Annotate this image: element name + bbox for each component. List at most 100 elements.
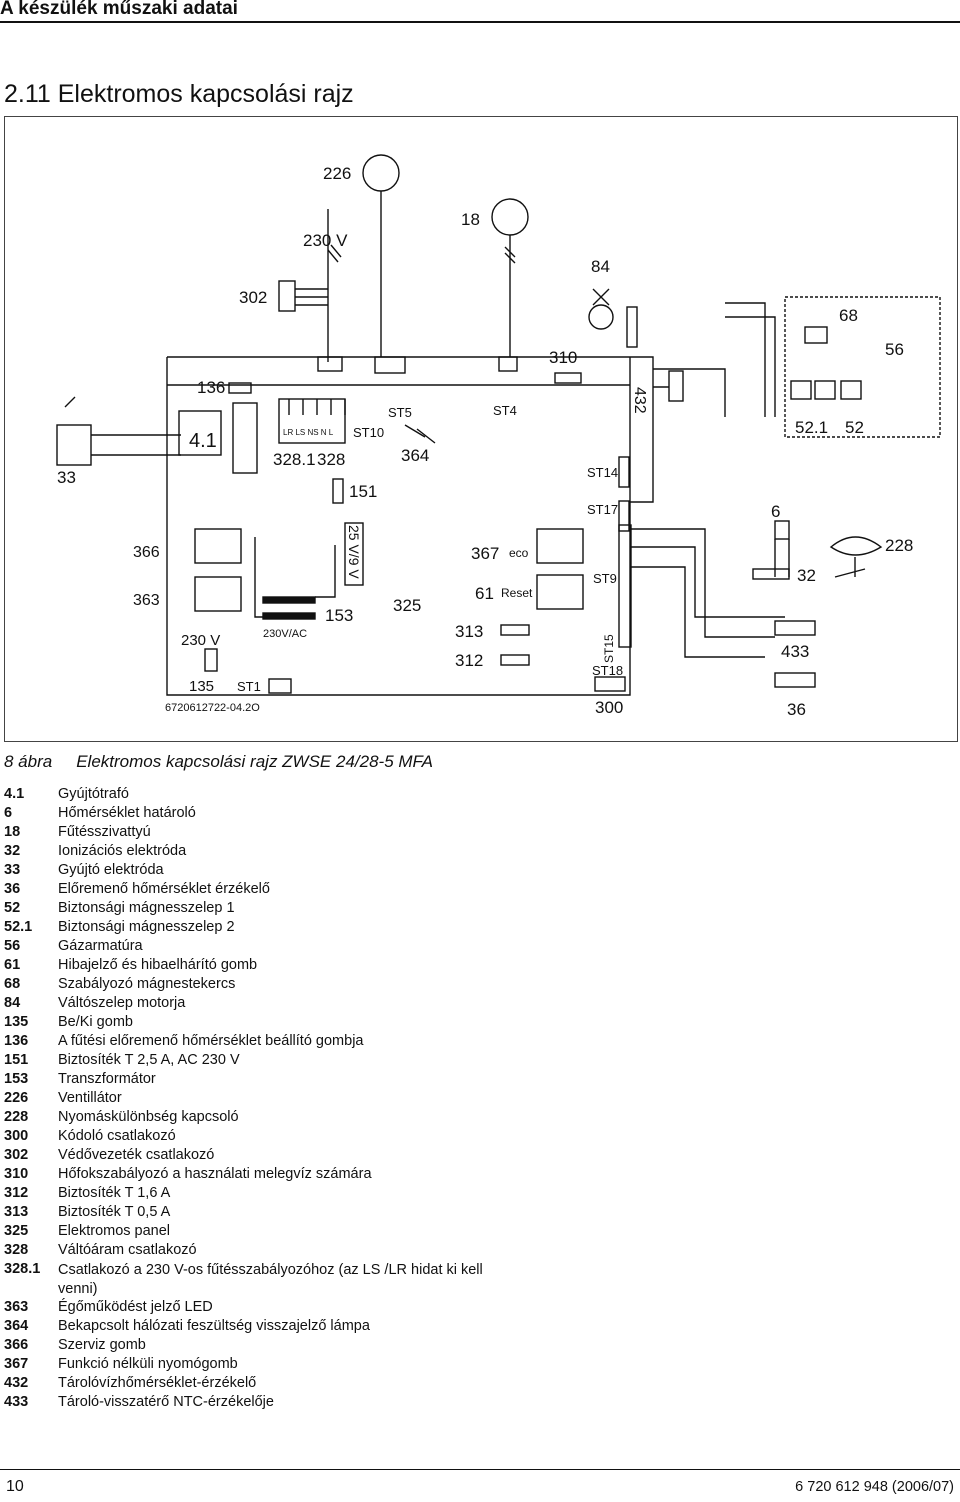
legend-code: 363 bbox=[4, 1299, 29, 1315]
legend-description: Csatlakozó a 230 V-os fűtésszabályozóhoz… bbox=[58, 1262, 483, 1297]
label-25v: 25 V/9 V bbox=[346, 525, 362, 579]
legend-code: 4.1 bbox=[4, 786, 25, 802]
sensor-432 bbox=[668, 370, 684, 402]
label-st9: ST9 bbox=[593, 571, 617, 586]
label-st5: ST5 bbox=[388, 405, 412, 420]
header-title: A készülék műszaki adatai bbox=[0, 0, 238, 19]
caption-number: 8 ábra bbox=[4, 752, 53, 771]
ionisation-electrode-32 bbox=[752, 568, 790, 580]
label-st18: ST18 bbox=[592, 663, 623, 678]
label-st14: ST14 bbox=[587, 465, 618, 480]
label-3281: 328.1 bbox=[273, 450, 316, 469]
label-52: 52 bbox=[845, 418, 864, 437]
label-61: 61 bbox=[475, 584, 494, 603]
legend-item: 153 Transzformátor bbox=[4, 1071, 704, 1090]
label-reset: Reset bbox=[501, 586, 533, 600]
service-button-366 bbox=[194, 528, 242, 564]
label-84: 84 bbox=[591, 257, 610, 276]
st1-connector bbox=[268, 678, 292, 694]
legend-code: 153 bbox=[4, 1071, 29, 1087]
legend-code: 151 bbox=[4, 1052, 29, 1068]
label-st17: ST17 bbox=[587, 502, 618, 517]
legend-description: Biztosíték T 0,5 A bbox=[58, 1204, 171, 1220]
label-313: 313 bbox=[455, 622, 483, 641]
legend-code: 33 bbox=[4, 862, 21, 878]
connector-328 bbox=[278, 398, 346, 444]
valve-52 bbox=[814, 380, 836, 400]
label-pins: LR LS NS N L bbox=[283, 428, 334, 437]
fuse-313 bbox=[500, 624, 530, 636]
label-st4: ST4 bbox=[493, 403, 517, 418]
legend-code: 367 bbox=[4, 1356, 29, 1372]
legend-code: 432 bbox=[4, 1375, 29, 1391]
legend-description: Biztosíték T 2,5 A, AC 230 V bbox=[58, 1052, 240, 1068]
legend-code: 136 bbox=[4, 1033, 29, 1049]
wiring-diagram-svg: 226 18 230 V 302 84 68 56 310 136 4.1 32… bbox=[56, 154, 941, 719]
footer-rule bbox=[0, 1469, 960, 1470]
legend-code: 61 bbox=[4, 957, 21, 973]
legend-description: Biztonsági mágnesszelep 2 bbox=[58, 919, 235, 935]
label-310: 310 bbox=[549, 348, 577, 367]
label-32: 32 bbox=[797, 566, 816, 585]
legend-item: 312 Biztosíték T 1,6 A bbox=[4, 1185, 704, 1204]
st17-connector bbox=[618, 500, 630, 532]
label-433: 433 bbox=[781, 642, 809, 661]
label-33: 33 bbox=[57, 468, 76, 487]
legend-description: Védővezeték csatlakozó bbox=[58, 1147, 215, 1163]
label-228: 228 bbox=[885, 536, 913, 555]
legend-description: Transzformátor bbox=[58, 1071, 156, 1087]
label-part-number: 6720612722-04.2O bbox=[165, 702, 260, 714]
power-switch-135 bbox=[204, 648, 218, 672]
legend-item: 52.1 Biztonsági mágnesszelep 2 bbox=[4, 919, 704, 938]
label-367: 367 bbox=[471, 544, 499, 563]
legend-description: A fűtési előremenő hőmérséklet beállító … bbox=[58, 1033, 364, 1049]
legend-code: 36 bbox=[4, 881, 21, 897]
legend-description: Elektromos panel bbox=[58, 1223, 171, 1239]
valve-motor-84 bbox=[588, 304, 614, 330]
st18-connector bbox=[594, 676, 626, 692]
st9-wiring bbox=[631, 528, 785, 658]
legend-description: Előremenő hőmérséklet érzékelő bbox=[58, 881, 270, 897]
legend-description: Fűtésszivattyú bbox=[58, 824, 151, 840]
legend-description: Biztonsági mágnesszelep 1 bbox=[58, 900, 235, 916]
label-151: 151 bbox=[349, 482, 377, 501]
ignition-box bbox=[232, 402, 258, 474]
legend-code: 52.1 bbox=[4, 919, 33, 935]
legend-description: Váltóáram csatlakozó bbox=[58, 1242, 197, 1258]
legend-description: Hőfokszabályozó a használati melegvíz sz… bbox=[58, 1166, 372, 1182]
label-300: 300 bbox=[595, 698, 623, 717]
legend-description: Szabályozó mágnestekercs bbox=[58, 976, 236, 992]
legend-code: 312 bbox=[4, 1185, 29, 1201]
legend-code: 366 bbox=[4, 1337, 29, 1353]
st9-connector bbox=[618, 524, 632, 648]
label-56: 56 bbox=[885, 340, 904, 359]
legend-item: 328.1 Csatlakozó a 230 V-os fűtésszabályo… bbox=[4, 1261, 704, 1299]
legend-code: 68 bbox=[4, 976, 21, 992]
pump-motor-18 bbox=[491, 198, 529, 236]
label-226: 226 bbox=[323, 164, 351, 183]
label-230v-top: 230 V bbox=[303, 231, 348, 250]
legend-code: 328.1 bbox=[4, 1261, 41, 1277]
caption-text: Elektromos kapcsolási rajz ZWSE 24/28-5 … bbox=[76, 752, 433, 771]
legend-description: Biztosíték T 1,6 A bbox=[58, 1185, 171, 1201]
legend-description: Nyomáskülönbség kapcsoló bbox=[58, 1109, 239, 1125]
limiter-6 bbox=[774, 520, 790, 540]
legend-description: Bekapcsolt hálózati feszültség visszajel… bbox=[58, 1318, 370, 1334]
header-rule bbox=[0, 21, 960, 23]
legend-code: 300 bbox=[4, 1128, 29, 1144]
fan-motor-226 bbox=[362, 154, 400, 192]
eco-button-367 bbox=[536, 528, 584, 564]
label-18: 18 bbox=[461, 210, 480, 229]
